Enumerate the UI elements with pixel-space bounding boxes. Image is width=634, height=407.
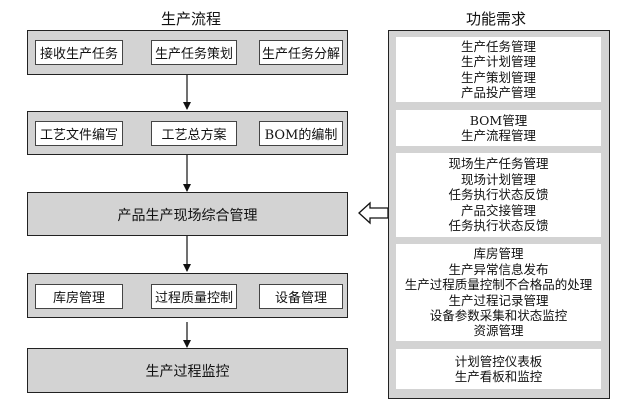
left-column-title: 生产流程 bbox=[160, 10, 221, 28]
requirement-item: 任务执行状态反馈 bbox=[448, 218, 549, 234]
requirement-item: 生产看板和监控 bbox=[454, 369, 543, 384]
requirements-column: 生产任务管理 生产计划管理 生产策划管理 产品投产管理 BOM管理 生产流程管理… bbox=[388, 30, 610, 399]
stage2-step-1: 工艺文件编写 bbox=[35, 121, 123, 146]
stage1-step-2: 生产任务策划 bbox=[151, 40, 237, 65]
requirement-item: 生产任务管理 bbox=[460, 38, 536, 54]
stage2-step-2: 工艺总方案 bbox=[151, 121, 237, 146]
stage1-step-3: 生产任务分解 bbox=[259, 40, 343, 65]
requirement-group-1: 生产任务管理 生产计划管理 生产策划管理 产品投产管理 bbox=[396, 37, 601, 102]
requirements-to-stage3-arrow bbox=[358, 201, 389, 225]
stage4-step-2: 过程质量控制 bbox=[151, 284, 237, 309]
stage4-step-1: 库房管理 bbox=[35, 284, 123, 309]
stage4-box: 库房管理 过程质量控制 设备管理 bbox=[27, 273, 348, 318]
requirement-item: 生产流程管理 bbox=[460, 128, 536, 143]
requirement-item: 任务执行状态反馈 bbox=[448, 187, 549, 203]
requirement-item: 设备参数采集和状态监控 bbox=[429, 307, 568, 323]
requirement-item: 库房管理 bbox=[473, 246, 524, 262]
requirement-group-5: 计划管控仪表板 生产看板和监控 bbox=[396, 349, 601, 389]
requirement-item: 产品投产管理 bbox=[460, 84, 536, 100]
stage1-step-1: 接收生产任务 bbox=[35, 40, 123, 65]
requirement-group-3: 现场生产任务管理 现场计划管理 任务执行状态反馈 产品交接管理 任务执行状态反馈 bbox=[396, 153, 601, 237]
stage4-step-3: 设备管理 bbox=[259, 284, 343, 309]
requirement-item: 生产过程记录管理 bbox=[448, 292, 549, 308]
requirement-item: BOM管理 bbox=[469, 112, 528, 128]
requirement-group-2: BOM管理 生产流程管理 bbox=[396, 110, 601, 146]
requirement-item: 现场计划管理 bbox=[460, 171, 536, 187]
right-column-title: 功能需求 bbox=[465, 10, 526, 28]
stage3-label: 产品生产现场综合管理 bbox=[117, 208, 258, 224]
stage5-box: 生产过程监控 bbox=[27, 348, 348, 393]
requirement-item: 生产过程质量控制不合格品的处理 bbox=[404, 277, 593, 293]
stage5-label: 生产过程监控 bbox=[145, 364, 230, 380]
requirement-item: 生产计划管理 bbox=[460, 54, 536, 70]
requirement-item: 计划管控仪表板 bbox=[454, 353, 543, 369]
requirement-item: 生产策划管理 bbox=[460, 69, 536, 85]
stage2-step-3: BOM的编制 bbox=[259, 121, 343, 146]
requirement-item: 生产异常信息发布 bbox=[448, 261, 549, 277]
stage1-box: 接收生产任务 生产任务策划 生产任务分解 bbox=[27, 30, 348, 75]
requirement-item: 产品交接管理 bbox=[460, 202, 536, 218]
stage2-box: 工艺文件编写 工艺总方案 BOM的编制 bbox=[27, 111, 348, 155]
requirement-group-4: 库房管理 生产异常信息发布 生产过程质量控制不合格品的处理 生产过程记录管理 设… bbox=[396, 244, 601, 341]
requirement-item: 现场生产任务管理 bbox=[448, 156, 549, 172]
stage3-box: 产品生产现场综合管理 bbox=[27, 192, 348, 236]
requirement-item: 资源管理 bbox=[473, 323, 524, 339]
